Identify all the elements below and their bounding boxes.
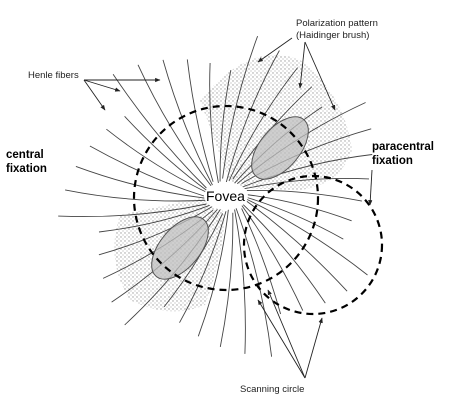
henle-fiber bbox=[137, 64, 214, 189]
polarization-label-line1: Polarization pattern bbox=[296, 18, 378, 29]
brush-ellipse-lower bbox=[151, 216, 209, 280]
henle-fiber bbox=[75, 165, 208, 199]
henle-fiber bbox=[89, 145, 205, 197]
henle-fiber bbox=[234, 206, 273, 357]
henle-fiber bbox=[222, 35, 259, 179]
polarization-label-line2: (Haidinger brush) bbox=[296, 30, 369, 41]
henle-fiber bbox=[246, 189, 362, 202]
henle-fiber bbox=[241, 193, 352, 222]
henle-fiber bbox=[241, 195, 344, 240]
henle-fiber bbox=[162, 59, 213, 186]
henle-fiber bbox=[98, 204, 211, 233]
fovea-center bbox=[204, 182, 248, 210]
henle-fiber bbox=[219, 212, 234, 347]
brush-ellipse-upper bbox=[251, 116, 309, 180]
henle-fiber bbox=[242, 178, 370, 190]
henle-fibers-label: Henle fibers bbox=[28, 70, 79, 81]
henle-fiber bbox=[209, 62, 220, 185]
henle-fiber bbox=[228, 67, 298, 182]
henle-fiber bbox=[124, 115, 209, 192]
henle-fiber bbox=[246, 201, 348, 292]
henle-fiber bbox=[241, 208, 282, 315]
central-scanning-circle bbox=[132, 104, 320, 292]
henle-fiber bbox=[186, 59, 214, 182]
paracentral-fixation-label-line2: fixation bbox=[372, 155, 413, 167]
henle-fiber bbox=[225, 50, 280, 184]
henle-fiber bbox=[98, 204, 215, 256]
callout-lines bbox=[83, 37, 373, 379]
henle-fiber bbox=[106, 128, 211, 195]
henle-fiber bbox=[238, 154, 373, 189]
fovea-label: Fovea bbox=[206, 188, 245, 204]
henle-fiber bbox=[112, 74, 207, 189]
henle-fiber bbox=[163, 213, 224, 308]
henle-fiber bbox=[58, 203, 207, 218]
henle-fiber bbox=[197, 208, 229, 337]
henle-fiber bbox=[244, 197, 368, 276]
henle-fiber bbox=[241, 204, 304, 311]
paracentral-scanning-circle bbox=[242, 174, 384, 316]
central-fixation-label-line1: central bbox=[6, 149, 44, 161]
henle-fiber bbox=[65, 189, 211, 202]
henle-fiber bbox=[239, 201, 326, 304]
central-fixation-label-line2: fixation bbox=[6, 163, 47, 175]
paracentral-fixation-label-line1: paracentral bbox=[372, 141, 434, 153]
henle-fiber bbox=[219, 70, 232, 182]
scanning-circle-label: Scanning circle bbox=[240, 384, 304, 395]
henle-fiber bbox=[179, 211, 227, 323]
henle-fiber bbox=[234, 209, 246, 354]
henle-fiber bbox=[241, 128, 372, 184]
